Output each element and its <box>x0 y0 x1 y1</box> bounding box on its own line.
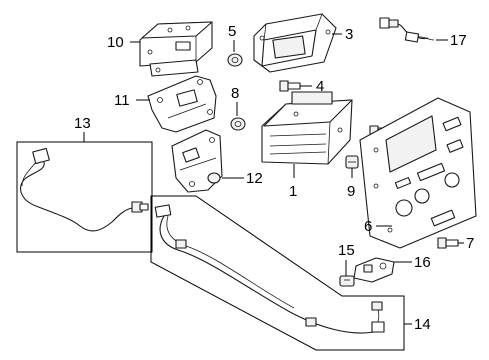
callout-5: 5 <box>228 23 236 40</box>
callout-12: 12 <box>246 170 263 187</box>
callout-10: 10 <box>107 34 124 51</box>
callout-14: 14 <box>414 316 431 333</box>
callout-16: 16 <box>414 254 431 271</box>
part-8-nut <box>230 117 246 131</box>
callout-8: 8 <box>231 85 239 102</box>
part-14-box <box>150 195 405 351</box>
callout-15: 15 <box>338 242 355 259</box>
callout-1: 1 <box>289 183 297 200</box>
part-6-bezel <box>359 97 477 249</box>
part-7-bolt <box>437 237 459 249</box>
part-15-clip <box>339 275 355 287</box>
part-17-connector <box>379 17 435 43</box>
part-3-display <box>253 13 337 73</box>
callout-11: 11 <box>114 92 130 109</box>
callout-17: 17 <box>450 32 467 49</box>
part-5-nut <box>227 53 243 67</box>
part-14-harness <box>154 204 385 334</box>
callout-4: 4 <box>316 78 324 95</box>
part-11-bracket <box>147 75 217 133</box>
part-16-port <box>353 257 395 283</box>
part-13-harness <box>20 147 149 232</box>
part-4-bolt <box>279 80 301 92</box>
callout-6: 6 <box>364 218 372 235</box>
callout-13: 13 <box>74 115 91 132</box>
part-10-module <box>139 21 213 77</box>
callout-3: 3 <box>345 26 353 43</box>
part-12-bracket <box>171 129 223 193</box>
callout-7: 7 <box>466 235 474 252</box>
part-1-radio-unit <box>261 91 353 165</box>
part-9-clip <box>345 155 359 169</box>
callout-9: 9 <box>347 183 355 200</box>
